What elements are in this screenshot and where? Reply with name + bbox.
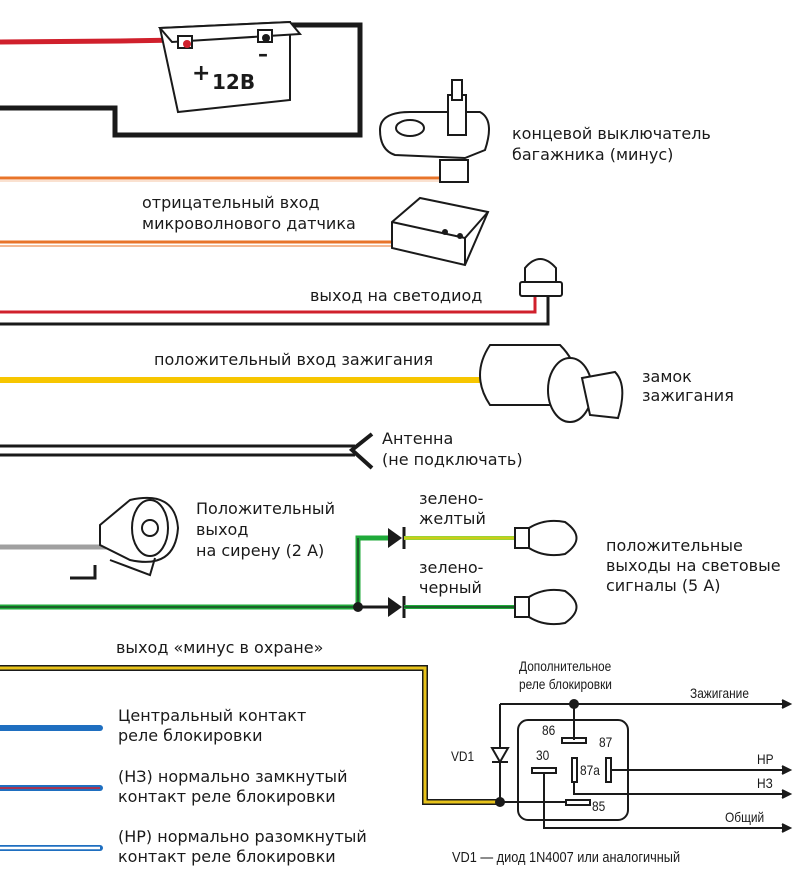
ignition-lock-label-1: замок — [642, 367, 692, 386]
relay-pin-87: 87 — [599, 734, 613, 750]
light-outputs — [0, 519, 578, 626]
green-yellow-label-1: зелено- — [419, 489, 484, 508]
relay-title-1: Дополнительное — [519, 658, 612, 674]
relay-common-label: Общий — [725, 809, 765, 825]
antenna-label-2: (не подключать) — [382, 450, 523, 469]
relay-nc-label: НЗ — [757, 775, 773, 791]
ignition-lock — [0, 344, 624, 423]
relay-title-2: реле блокировки — [519, 676, 612, 692]
green-yellow-label-2: желтый — [419, 509, 486, 528]
relay-schematic — [490, 699, 793, 833]
central-contact-label-2: реле блокировки — [118, 726, 263, 745]
nc-contact-label-1: (НЗ) нормально замкнутый — [118, 767, 348, 786]
trunk-switch-label-1: концевой выключатель — [512, 124, 711, 143]
siren-label-2: выход — [196, 520, 249, 539]
no-contact-label-1: (НР) нормально разомкнутый — [118, 827, 367, 846]
light-outputs-label-3: сигналы (5 А) — [606, 576, 721, 595]
trunk-switch-label-2: багажника (минус) — [512, 145, 674, 164]
central-contact-label-1: Центральный контакт — [118, 706, 307, 725]
relay-note: VD1 — диод 1N4007 или аналогичный — [452, 849, 681, 866]
relay-pin-87a: 87a — [580, 762, 600, 778]
relay-diode-label: VD1 — [451, 748, 475, 764]
green-black-label-1: зелено- — [419, 558, 484, 577]
led-output-label: выход на светодиод — [310, 286, 483, 305]
minus-armed-wire — [0, 665, 500, 805]
microwave-label-1: отрицательный вход — [142, 193, 320, 212]
battery-plus: + — [192, 61, 211, 86]
trunk-switch — [0, 79, 490, 183]
battery-voltage: 12В — [212, 70, 256, 94]
no-contact-label-2: контакт реле блокировки — [118, 847, 336, 866]
microwave-label-2: микроволнового датчика — [142, 214, 356, 233]
green-black-label-2: черный — [419, 578, 482, 597]
relay-pin-86: 86 — [542, 722, 556, 738]
siren-label-1: Положительный — [196, 499, 335, 518]
siren — [0, 496, 180, 580]
relay-ignition-label: Зажигание — [690, 685, 749, 701]
relay-pin-30: 30 — [536, 747, 550, 763]
ignition-lock-label-2: зажигания — [642, 386, 734, 405]
relay-contacts-wires — [0, 725, 103, 851]
battery — [0, 20, 363, 138]
antenna-label-1: Антенна — [382, 429, 454, 448]
minus-armed-label: выход «минус в охране» — [116, 638, 324, 657]
nc-contact-label-2: контакт реле блокировки — [118, 787, 336, 806]
relay-pin-85: 85 — [592, 798, 606, 814]
relay-no-label: НР — [757, 751, 774, 767]
antenna — [0, 432, 374, 470]
light-outputs-label-1: положительные — [606, 536, 743, 555]
siren-label-3: на сирену (2 А) — [196, 541, 325, 560]
battery-minus: – — [258, 42, 268, 66]
led — [0, 258, 563, 326]
light-outputs-label-2: выходы на световые — [606, 556, 781, 575]
microwave-sensor — [0, 196, 490, 267]
ignition-input-label: положительный вход зажигания — [154, 350, 434, 369]
